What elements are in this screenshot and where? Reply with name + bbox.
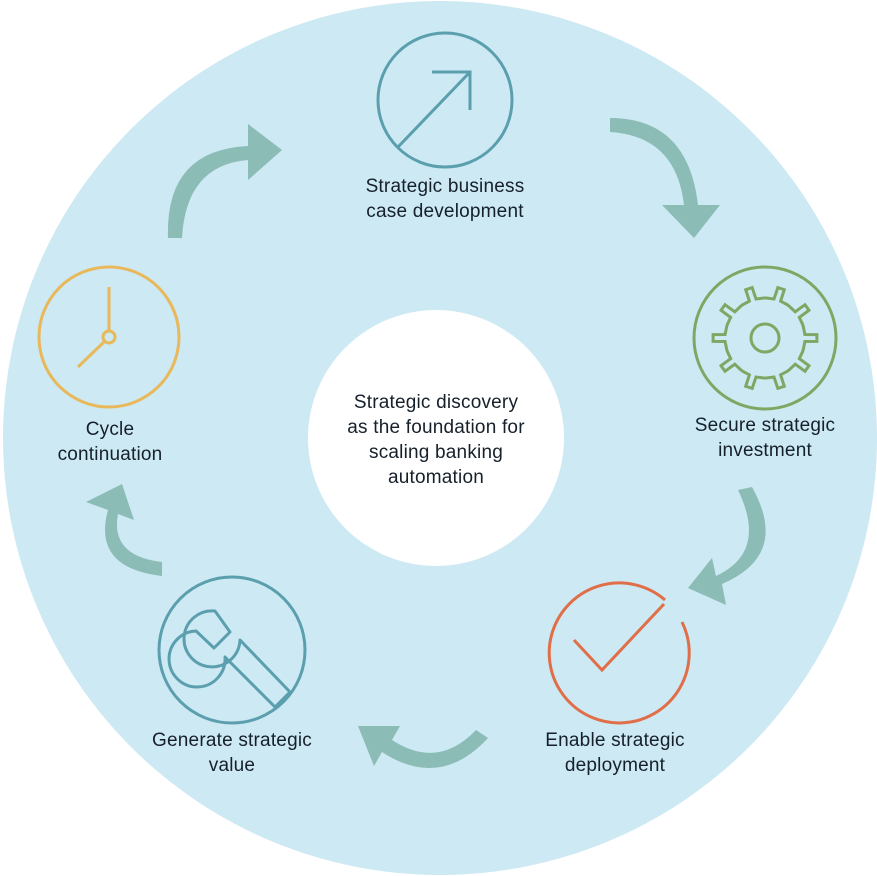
cycle-arrows [86,118,766,769]
wrench-icon [157,575,307,725]
center-label: Strategic discovery as the foundation fo… [347,392,525,488]
cycle-arrow-1 [167,124,282,238]
step-label-value: Generate strategic value [152,730,312,776]
clock-icon [37,265,181,409]
cycle-arrow-3 [688,487,766,605]
cycle-arrow-2 [610,118,720,238]
arrow-up-right-icon [376,31,514,169]
step-label-investment: Secure strategic investment [694,415,836,461]
center-circle [308,310,564,566]
checkmark-icon [547,581,691,725]
cycle-arrow-4 [358,726,488,769]
step-label-deployment: Enable strategic deployment [545,730,685,776]
cycle-arrow-5 [86,484,162,576]
step-label-business-case: Strategic business case development [365,176,525,222]
gear-icon [692,265,838,411]
step-label-cycle: Cycle continuation [57,419,163,465]
